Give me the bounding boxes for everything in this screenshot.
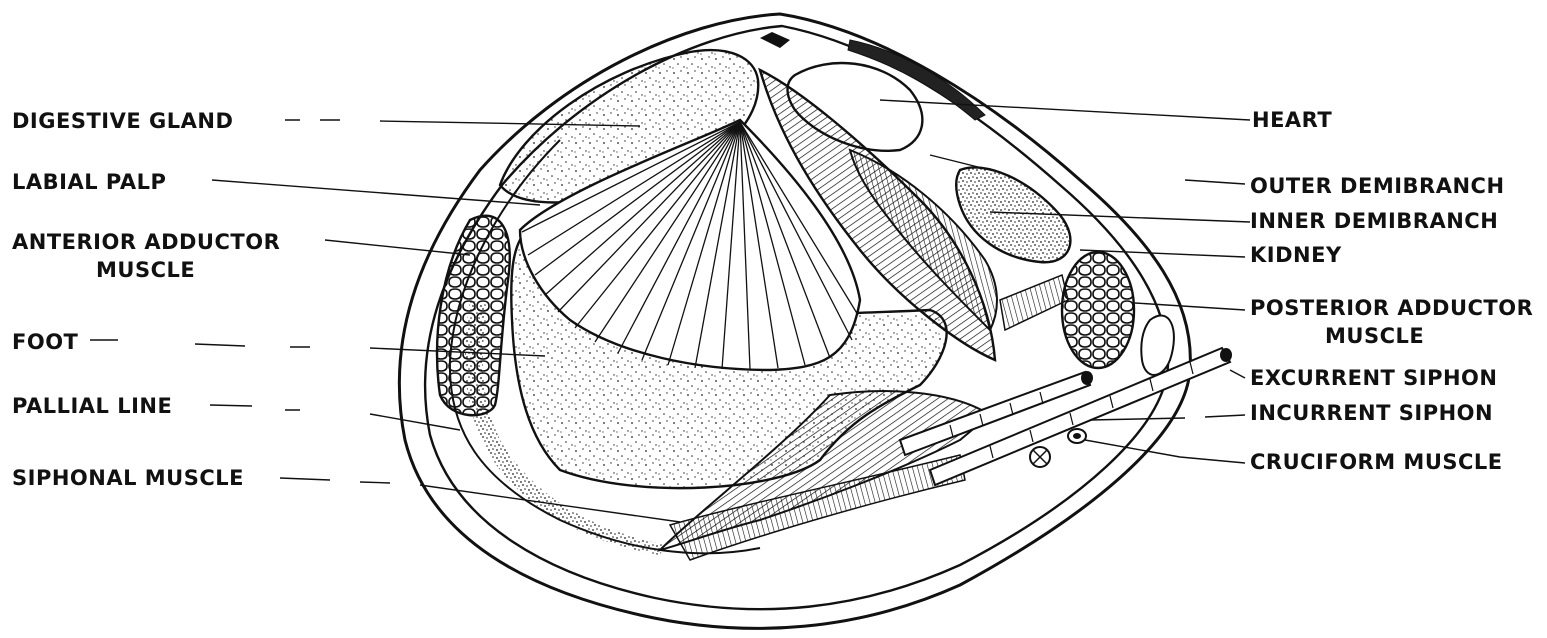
label-anterior-adductor: ANTERIOR ADDUCTOR bbox=[12, 230, 280, 254]
label-foot: FOOT bbox=[12, 330, 78, 354]
label-anterior-adductor-line2: MUSCLE bbox=[96, 258, 195, 282]
incurrent-siphon-tip bbox=[1220, 348, 1232, 362]
label-inner-demibranch: INNER DEMIBRANCH bbox=[1250, 209, 1498, 233]
label-outer-demibranch: OUTER DEMIBRANCH bbox=[1250, 174, 1505, 198]
posterior-adductor-shape bbox=[1062, 252, 1134, 368]
label-posterior-adductor: POSTERIOR ADDUCTOR bbox=[1250, 296, 1533, 320]
label-excurrent-siphon: EXCURRENT SIPHON bbox=[1250, 366, 1497, 390]
label-heart: HEART bbox=[1252, 108, 1332, 132]
label-incurrent-siphon: INCURRENT SIPHON bbox=[1250, 401, 1493, 425]
label-siphonal-muscle: SIPHONAL MUSCLE bbox=[12, 466, 244, 490]
label-pallial-line: PALLIAL LINE bbox=[12, 394, 172, 418]
label-labial-palp: LABIAL PALP bbox=[12, 170, 166, 194]
hinge bbox=[760, 32, 790, 48]
label-posterior-adductor-line2: MUSCLE bbox=[1325, 324, 1424, 348]
excurrent-siphon-tip bbox=[1081, 371, 1093, 385]
label-cruciform-muscle: CRUCIFORM MUSCLE bbox=[1250, 450, 1503, 474]
label-kidney: KIDNEY bbox=[1250, 243, 1342, 267]
anterior-adductor-shape bbox=[437, 216, 510, 416]
label-digestive-gland: DIGESTIVE GLAND bbox=[12, 109, 233, 133]
posterior-retractor bbox=[1000, 275, 1068, 330]
